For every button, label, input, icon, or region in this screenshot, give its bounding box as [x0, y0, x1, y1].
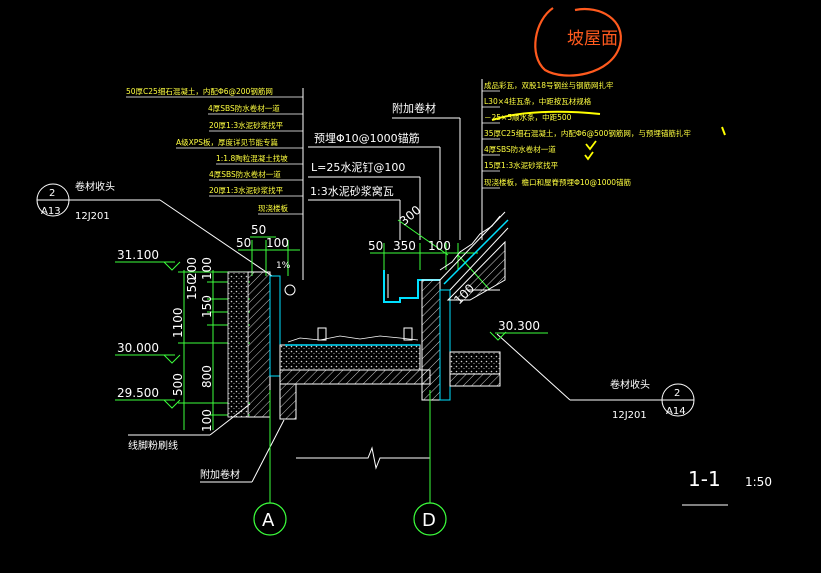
dim-50-top: 50: [251, 223, 266, 237]
callout-a13: 2 A13 卷材收头 12J201: [36, 180, 279, 281]
axis-a-label: A: [262, 510, 275, 531]
right-notes-group: 成品彩瓦，双股18号钢丝与钢筋网扎牢 L30×4挂瓦条，中距按瓦材规格 －25×…: [481, 79, 691, 240]
callout-a13-sheet: A13: [41, 206, 61, 217]
left-notes-group: 50厚C25细石混凝土，内配Φ6@200钢筋网 4厚SBS防水卷材一道 20厚1…: [126, 86, 304, 280]
break-line: [296, 446, 430, 470]
callout-a14-atlas: 12J201: [612, 410, 647, 421]
left-note-7: 20厚1:3水泥砂浆找平: [209, 185, 284, 195]
left-note-2: 4厚SBS防水卷材一道: [208, 103, 280, 113]
sloped-roof: [439, 211, 509, 301]
dim-v1100: 1100: [171, 307, 185, 338]
dim-v150: 150: [185, 277, 199, 300]
dim-350: 350: [393, 239, 416, 253]
handwritten-label: 坡屋面: [567, 29, 618, 49]
label-added-membrane-top: 附加卷材: [392, 101, 436, 115]
label-anchor-bar: 预埋Φ10@1000锚筋: [314, 131, 420, 145]
axis-a: A: [253, 390, 287, 536]
left-note-8: 现浇楼板: [258, 203, 288, 213]
left-note-3: 20厚1:3水泥砂浆找平: [209, 120, 284, 130]
dim-100-left: 100: [266, 236, 289, 250]
label-nail: L=25水泥钉@100: [311, 161, 405, 174]
right-note-4: 35厚C25细石混凝土，内配Φ6@500钢筋网，与预埋锚筋扎牢: [484, 128, 691, 138]
section-label: 1-1: [688, 467, 721, 491]
dim-50-left: 50: [236, 236, 251, 250]
right-note-2: L30×4挂瓦条，中距按瓦材规格: [484, 96, 592, 106]
label-skirting: 线脚粉刷线: [128, 439, 178, 452]
center-labels: [308, 117, 461, 240]
left-note-5: 1:1.8陶粒混凝土找坡: [216, 153, 288, 163]
elev-30300: 30.300: [498, 319, 540, 333]
axis-d: D: [413, 390, 447, 536]
right-note-3: －25×5顺水条，中距500: [484, 112, 572, 122]
left-note-1: 50厚C25细石混凝土，内配Φ6@200钢筋网: [126, 86, 273, 96]
label-mortar-tile: 1:3水泥砂浆窝瓦: [310, 184, 394, 198]
elev-29500: 29.500: [117, 386, 159, 400]
dim-v200: 200: [185, 257, 199, 280]
dim-100-mid: 100: [428, 239, 451, 253]
section-title: 1-1 1:50: [682, 467, 772, 506]
dim-300: 300: [397, 203, 424, 228]
elev-30000: 30.000: [117, 341, 159, 355]
bottom-labels: [128, 403, 285, 483]
dim-v150b: 150: [200, 295, 214, 318]
dim-v800: 800: [200, 365, 214, 388]
dim-v100b: 100: [200, 409, 214, 432]
callout-a14-sheet: A14: [666, 406, 686, 417]
label-added-membrane-bottom: 附加卷材: [200, 468, 240, 481]
callout-a13-atlas: 12J201: [75, 211, 110, 222]
roof-slab: [279, 327, 431, 420]
right-note-7: 现浇楼板，檐口和屋脊预埋Φ10@1000锚筋: [484, 177, 632, 187]
elevation-marks: [163, 261, 507, 409]
callout-a13-number: 2: [49, 188, 55, 199]
callout-a14: 2 A14 卷材收头 12J201: [496, 333, 695, 421]
right-note-5: 4厚SBS防水卷材一道: [484, 144, 556, 154]
callout-a14-number: 2: [674, 388, 680, 399]
left-note-6: 4厚SBS防水卷材一道: [209, 169, 281, 179]
dim-50-mid: 50: [368, 239, 383, 253]
handwritten-annotation: 坡屋面: [491, 7, 726, 161]
left-note-4: A级XPS板，厚度详见节能专篇: [176, 137, 279, 147]
axis-d-label: D: [422, 510, 436, 531]
gutter: [383, 270, 501, 440]
section-scale: 1:50: [745, 475, 772, 489]
dim-v500: 500: [171, 373, 185, 396]
right-note-1: 成品彩瓦，双股18号钢丝与钢筋网扎牢: [484, 80, 614, 90]
right-note-6: 15厚1:3水泥砂浆找平: [484, 160, 559, 170]
dim-v100: 100: [200, 257, 214, 280]
elev-31100: 31.100: [117, 248, 159, 262]
slope-label: 1%: [276, 261, 291, 271]
callout-a14-title: 卷材收头: [610, 378, 650, 391]
callout-a13-title: 卷材收头: [75, 180, 115, 193]
parapet-wall: [227, 271, 296, 418]
